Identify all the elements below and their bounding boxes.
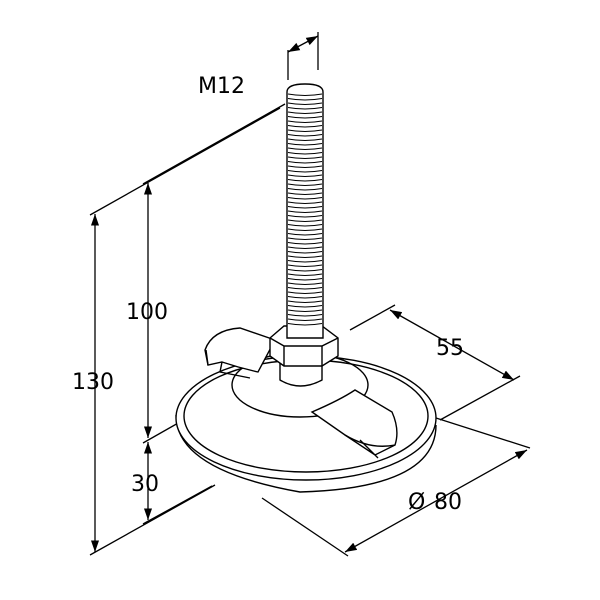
thread-line (287, 129, 323, 132)
thread-line (287, 165, 323, 168)
thread-line (287, 287, 323, 290)
thread-line (287, 201, 323, 204)
thread-line (287, 273, 323, 276)
thread-line (287, 134, 323, 137)
thread-line (287, 282, 323, 285)
thread-line (287, 219, 323, 222)
thread-line (287, 138, 323, 141)
levelling-foot (175, 83, 437, 493)
thread-line (287, 143, 323, 146)
thread-line (287, 156, 323, 159)
base-height-label: 30 (131, 472, 159, 497)
thread-line (287, 183, 323, 186)
wing-left (204, 327, 277, 373)
thread-line (287, 318, 323, 321)
thread-line (287, 237, 323, 240)
thread-line (287, 278, 323, 281)
wing-right (310, 389, 398, 447)
thread-line (287, 174, 323, 177)
thread-line (287, 120, 323, 123)
thread-line (287, 102, 323, 105)
thread-line (287, 224, 323, 227)
thread-line (287, 233, 323, 236)
thread-line (287, 264, 323, 267)
thread-line (287, 314, 323, 317)
thread-line (287, 260, 323, 263)
thread-line (287, 192, 323, 195)
thread-line (287, 116, 323, 119)
thread-line (287, 188, 323, 191)
thread-line (287, 152, 323, 155)
total-height-label: 130 (72, 370, 114, 395)
thread-line (287, 161, 323, 164)
thread-line (287, 215, 323, 218)
thread-line (287, 228, 323, 231)
thread-line (287, 125, 323, 128)
thread-line (287, 269, 323, 272)
stud-height-label: 100 (126, 300, 168, 325)
thread-line (287, 170, 323, 173)
thread-line (287, 93, 323, 96)
diameter-symbol: Ø (408, 490, 426, 515)
thread-line (287, 300, 323, 303)
thread-line (287, 179, 323, 182)
thread-line (287, 255, 323, 258)
thread-line (287, 246, 323, 249)
thread-size-label: M12 (198, 74, 245, 99)
thread-line (287, 98, 323, 101)
thread-line (287, 210, 323, 213)
thread-line (287, 111, 323, 114)
diameter-label: 80 (434, 490, 462, 515)
stud-threads (287, 93, 323, 326)
thread-line (287, 291, 323, 294)
threaded-stud (286, 83, 324, 339)
dimension-lines (89, 32, 531, 557)
thread-line (287, 197, 323, 200)
pad-width-label: 55 (436, 336, 464, 361)
thread-line (287, 305, 323, 308)
thread-line (287, 206, 323, 209)
thread-line (287, 251, 323, 254)
thread-line (287, 107, 323, 110)
thread-line (287, 309, 323, 312)
thread-line (287, 147, 323, 150)
thread-line (287, 296, 323, 299)
thread-line (287, 242, 323, 245)
thread-line (287, 323, 323, 326)
